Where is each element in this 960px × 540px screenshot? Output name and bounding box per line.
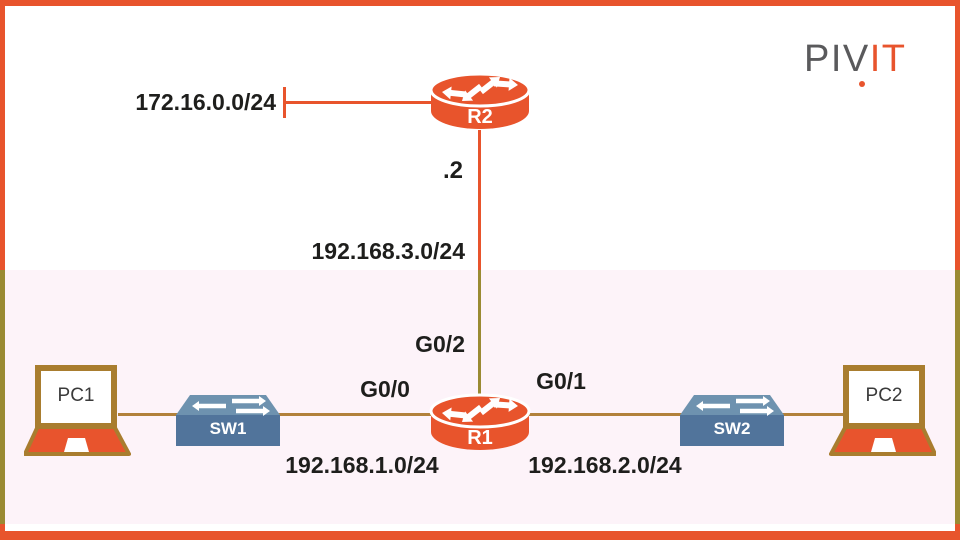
laptop-pc2 <box>829 364 937 462</box>
frame-border-right <box>955 0 960 540</box>
frame-border-bottom <box>0 531 960 540</box>
switch-sw2-label: SW2 <box>713 419 751 438</box>
switch-sw1 <box>174 394 282 452</box>
r1-r2-link-line <box>478 130 481 396</box>
router-r2 <box>428 70 532 137</box>
router-icon <box>429 393 531 450</box>
pivit-logo: PIVIT <box>804 38 907 87</box>
switch-sw1-label: SW1 <box>209 419 247 438</box>
logo-text-orange: IT <box>869 38 907 80</box>
wan-link-endpoint-tick <box>283 87 286 118</box>
router-r1 <box>428 391 532 458</box>
lan2-network-label: 192.168.2.0/24 <box>528 452 682 478</box>
switch-sw2 <box>678 394 786 452</box>
r1-r2-network-label: 192.168.3.0/24 <box>311 238 465 264</box>
wan-network-label: 172.16.0.0/24 <box>135 89 276 115</box>
switch-icon <box>176 395 280 446</box>
laptop-pc2-label: PC2 <box>865 385 903 406</box>
laptop-icon <box>23 365 131 456</box>
r2-interface-ip-label: .2 <box>442 157 463 184</box>
laptop-pc1 <box>23 364 131 462</box>
router-r1-label: R1 <box>467 427 493 449</box>
laptop-pc1-label: PC1 <box>57 385 95 406</box>
r1-port-g02-label: G0/2 <box>415 331 465 357</box>
logo-dot <box>859 81 865 87</box>
switch-icon <box>680 395 784 446</box>
frame-border-top <box>0 0 960 6</box>
frame-border-left <box>0 0 5 540</box>
router-icon <box>429 72 531 129</box>
r1-port-g01-label: G0/1 <box>536 368 586 394</box>
r1-port-g00-label: G0/0 <box>360 376 410 402</box>
laptop-icon <box>829 365 937 456</box>
wan-link-line <box>286 101 432 104</box>
logo-text-gray: PIV <box>804 38 870 80</box>
router-r2-label: R2 <box>467 106 493 128</box>
lan1-network-label: 192.168.1.0/24 <box>285 452 439 478</box>
